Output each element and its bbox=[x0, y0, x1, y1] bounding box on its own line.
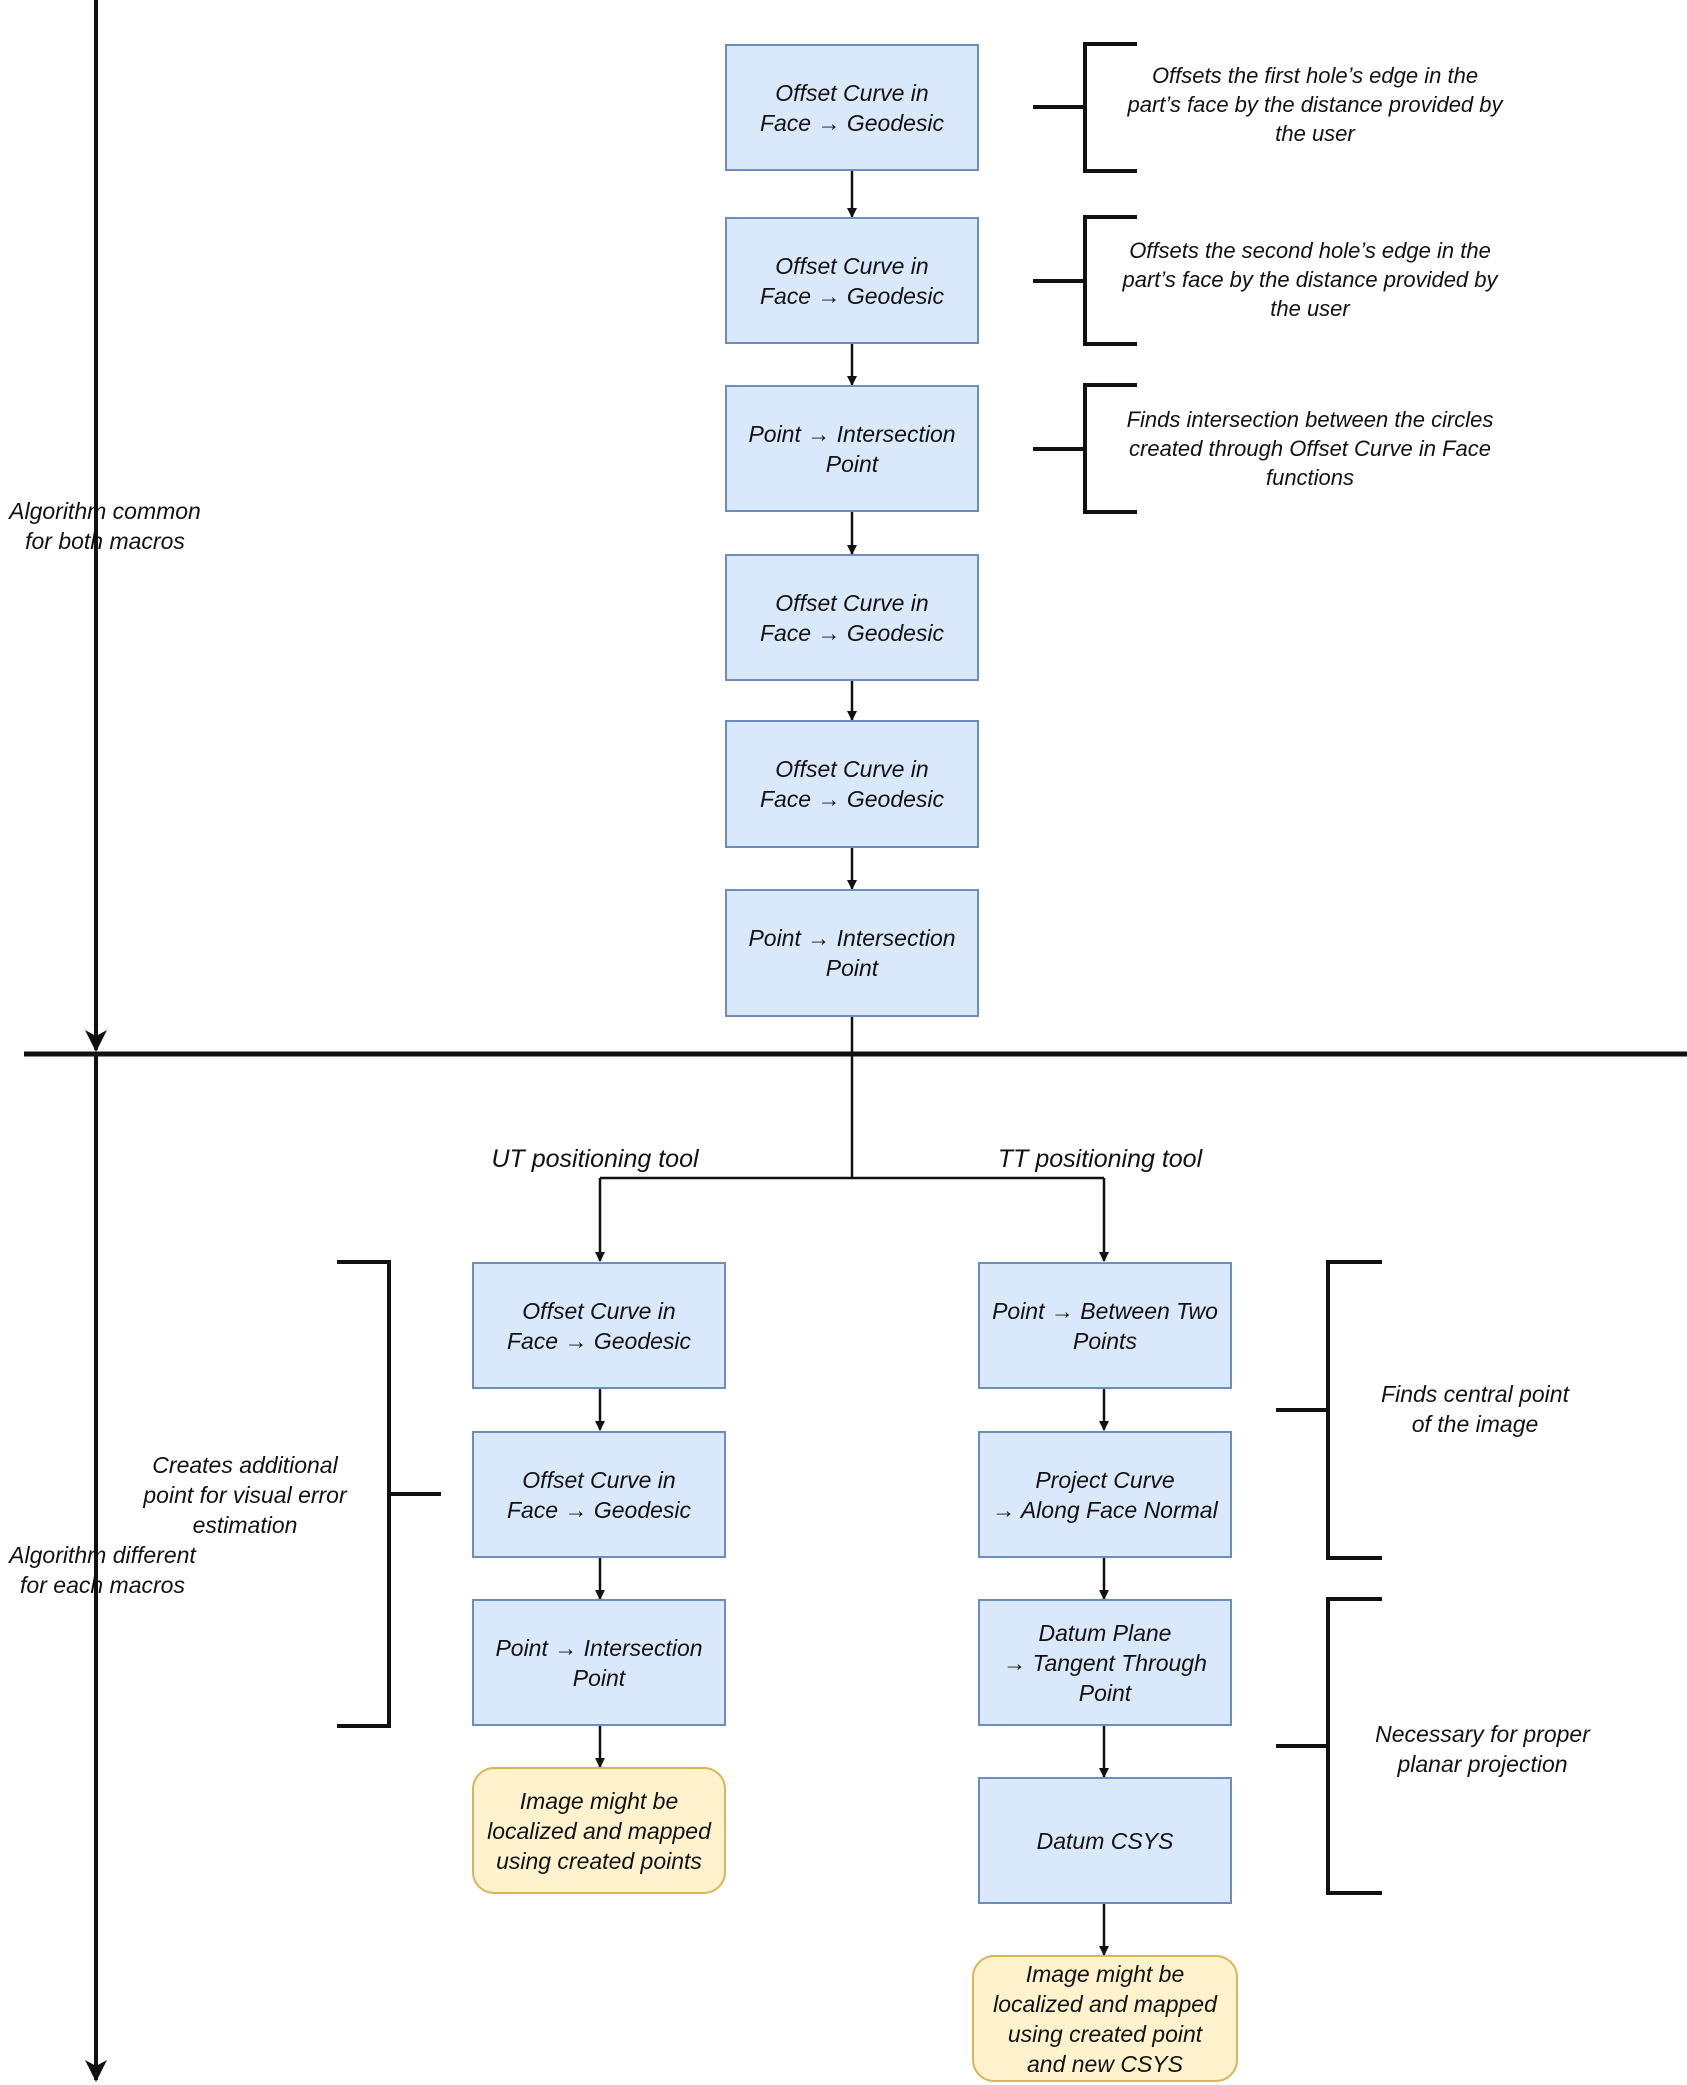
ut-result: Image might be localized and mapped usin… bbox=[472, 1767, 726, 1894]
tt-note-1: Finds central point of the image bbox=[1381, 1381, 1569, 1437]
tt-step-1: Point → Between Two Points bbox=[978, 1262, 1232, 1389]
tt-result: Image might be localized and mapped usin… bbox=[972, 1955, 1238, 2082]
common-note-3: Finds intersection between the circles c… bbox=[1126, 407, 1494, 490]
tt-step-2: Project Curve → Along Face Normal bbox=[978, 1431, 1232, 1558]
bracket-common-note-1 bbox=[1033, 42, 1137, 173]
ut-step-2: Offset Curve in Face → Geodesic bbox=[472, 1431, 726, 1558]
common-step-6: Point → Intersection Point bbox=[725, 889, 979, 1017]
bracket-tt-note-1 bbox=[1276, 1260, 1382, 1560]
ut-branch-label: UT positioning tool bbox=[491, 1145, 699, 1173]
bracket-ut-note bbox=[337, 1260, 441, 1728]
tt-step-3: Datum Plane → Tangent Through Point bbox=[978, 1599, 1232, 1726]
common-step-5: Offset Curve in Face → Geodesic bbox=[725, 720, 979, 848]
tt-note-2: Necessary for proper planar projection bbox=[1375, 1721, 1590, 1777]
common-step-4: Offset Curve in Face → Geodesic bbox=[725, 554, 979, 681]
tt-branch-label: TT positioning tool bbox=[997, 1145, 1203, 1173]
tt-step-4: Datum CSYS bbox=[978, 1777, 1232, 1904]
ut-step-3: Point → Intersection Point bbox=[472, 1599, 726, 1726]
ut-note: Creates additional point for visual erro… bbox=[143, 1452, 347, 1538]
common-step-3: Point → Intersection Point bbox=[725, 385, 979, 512]
bracket-common-note-3 bbox=[1033, 383, 1137, 514]
bracket-tt-note-2 bbox=[1276, 1597, 1382, 1895]
ut-step-1: Offset Curve in Face → Geodesic bbox=[472, 1262, 726, 1389]
common-note-2: Offsets the second hole’s edge in the pa… bbox=[1122, 238, 1498, 321]
different-section-label: Algorithm different for each macros bbox=[9, 1542, 196, 1598]
common-step-2: Offset Curve in Face → Geodesic bbox=[725, 217, 979, 344]
common-step-1: Offset Curve in Face → Geodesic bbox=[725, 44, 979, 171]
common-note-1: Offsets the first hole’s edge in the par… bbox=[1127, 63, 1503, 146]
common-section-label: Algorithm common for both macros bbox=[9, 498, 201, 554]
bracket-common-note-2 bbox=[1033, 215, 1137, 346]
